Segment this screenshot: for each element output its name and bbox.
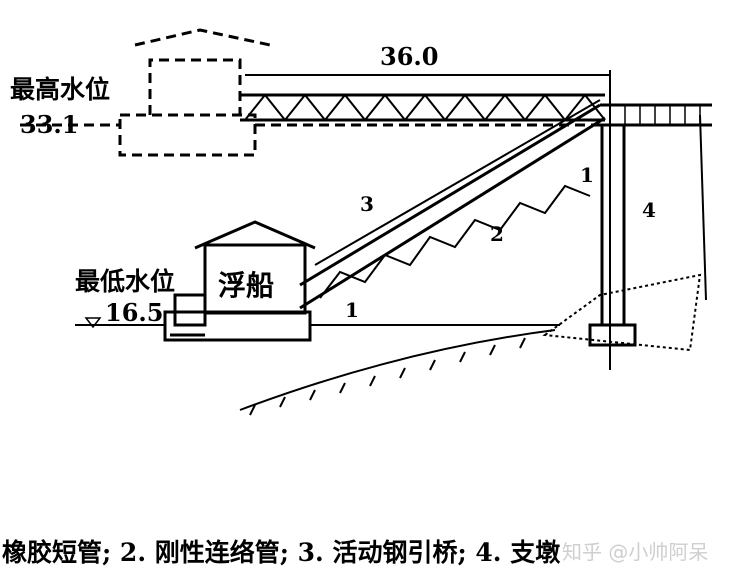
steel-access-bridge — [299, 99, 606, 310]
riverbank — [239, 273, 702, 416]
callout-4: 4 — [642, 198, 656, 222]
low-water-label: 最低水位 — [75, 267, 176, 296]
walkway — [600, 103, 712, 127]
callout-3: 3 — [360, 192, 374, 216]
high-water-bridge-truss — [240, 74, 610, 122]
high-water-pontoon-dashed — [20, 28, 600, 157]
high-water-label: 最高水位 — [10, 75, 111, 104]
callout-1-top: 1 — [580, 163, 594, 187]
support-pier — [588, 70, 707, 370]
low-water-line — [75, 317, 560, 329]
span-dimension: 36.0 — [380, 42, 439, 71]
low-water-value: 16.5 — [105, 298, 164, 327]
watermark: 知乎 @小帅阿呆 — [562, 540, 709, 564]
pontoon-label: 浮船 — [218, 269, 275, 302]
callout-1-hose: 1 — [345, 298, 359, 322]
figure-caption: 橡胶短管; 2. 刚性连络管; 3. 活动钢引桥; 4. 支墩 — [2, 538, 561, 567]
high-water-value: 33.1 — [20, 110, 79, 139]
callout-2: 2 — [490, 222, 504, 246]
